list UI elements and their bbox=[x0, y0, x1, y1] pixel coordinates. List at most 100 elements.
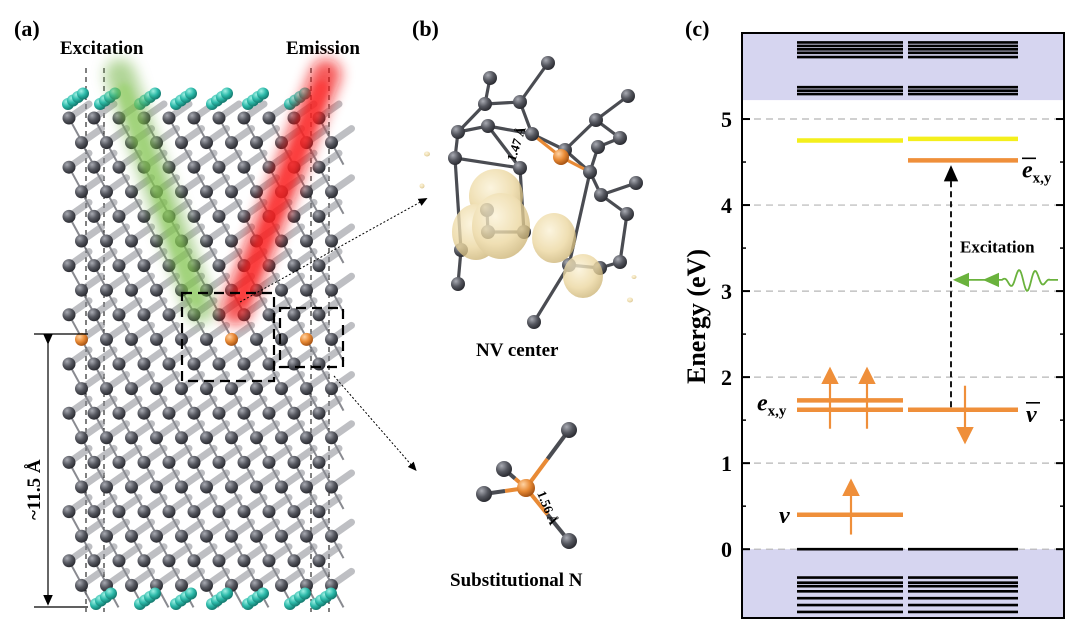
carbon-atom bbox=[100, 136, 113, 150]
carbon-atom bbox=[125, 578, 138, 592]
carbon-atom bbox=[212, 357, 226, 371]
carbon-atom bbox=[87, 455, 101, 469]
carbon-atom bbox=[100, 185, 113, 199]
diamond-slab bbox=[62, 87, 355, 610]
subn-bond-length: 1.56 Å bbox=[534, 489, 561, 528]
hydrogen-atom bbox=[149, 587, 161, 600]
carbon-atom bbox=[175, 382, 188, 396]
hydrogen-atom bbox=[221, 87, 233, 100]
carbon-atom bbox=[312, 209, 326, 223]
carbon-atom bbox=[75, 480, 88, 494]
carbon-atom bbox=[62, 406, 76, 420]
carbon-atom bbox=[100, 431, 113, 445]
carbon-atom bbox=[87, 111, 101, 125]
carbon-atom bbox=[250, 529, 263, 543]
thickness-indicator bbox=[34, 333, 88, 608]
hydrogen-atom bbox=[185, 587, 197, 600]
emission-label-a: Emission bbox=[286, 38, 360, 59]
carbon-atom bbox=[87, 308, 101, 322]
carbon-atom bbox=[287, 406, 301, 420]
pointer-to-nv bbox=[239, 198, 428, 303]
carbon-atom bbox=[275, 382, 288, 396]
carbon-atom bbox=[150, 431, 163, 445]
carbon-atom bbox=[137, 505, 151, 519]
nitrogen-atom bbox=[75, 332, 88, 346]
carbon-atom bbox=[583, 165, 597, 179]
carbon-atom bbox=[262, 160, 276, 174]
carbon-atom bbox=[150, 480, 163, 494]
carbon-atom bbox=[75, 382, 88, 396]
carbon-atom bbox=[62, 308, 76, 322]
carbon-atom bbox=[300, 431, 313, 445]
carbon-atom bbox=[481, 119, 495, 133]
carbon-atom bbox=[312, 505, 326, 519]
carbon-atom bbox=[237, 209, 251, 223]
panel-b-label: (b) bbox=[412, 16, 439, 41]
carbon-atom bbox=[62, 455, 76, 469]
carbon-atom bbox=[162, 455, 176, 469]
nv-center-structure bbox=[448, 56, 643, 329]
carbon-atom bbox=[87, 505, 101, 519]
pointer-to-subn bbox=[333, 375, 417, 472]
carbon-atom bbox=[225, 431, 238, 445]
y-tick-label: 5 bbox=[721, 107, 732, 132]
carbon-atom bbox=[275, 578, 288, 592]
carbon-atom bbox=[150, 332, 163, 346]
carbon-atom bbox=[325, 431, 338, 445]
carbon-atom bbox=[162, 357, 176, 371]
carbon-atom bbox=[262, 554, 276, 568]
carbon-atom bbox=[200, 529, 213, 543]
carbon-atom bbox=[212, 455, 226, 469]
carbon-atom bbox=[561, 533, 577, 549]
ebar-label: ex,y bbox=[1022, 157, 1052, 186]
hydrogen-atom bbox=[299, 587, 311, 600]
carbon-atom bbox=[448, 151, 462, 165]
carbon-atom bbox=[187, 455, 201, 469]
carbon-atom bbox=[594, 188, 608, 202]
carbon-atom bbox=[200, 136, 213, 150]
carbon-atom bbox=[262, 455, 276, 469]
carbon-atom bbox=[212, 209, 226, 223]
carbon-atom bbox=[100, 234, 113, 248]
carbon-atom bbox=[312, 554, 326, 568]
nv-center-caption: NV center bbox=[476, 340, 559, 361]
nitrogen-atom bbox=[225, 332, 238, 346]
carbon-atom bbox=[225, 136, 238, 150]
conduction-band bbox=[742, 33, 1064, 101]
carbon-atom bbox=[451, 277, 465, 291]
carbon-atom bbox=[325, 185, 338, 199]
carbon-atom bbox=[312, 357, 326, 371]
hydrogen-atom bbox=[105, 587, 117, 600]
carbon-atom bbox=[287, 554, 301, 568]
carbon-atom bbox=[262, 406, 276, 420]
carbon-atom bbox=[162, 505, 176, 519]
panel-c-label: (c) bbox=[685, 16, 709, 41]
carbon-atom bbox=[478, 97, 492, 111]
carbon-atom bbox=[112, 357, 126, 371]
carbon-atom bbox=[325, 480, 338, 494]
plot-frame bbox=[741, 32, 1065, 619]
y-tick-label: 0 bbox=[721, 537, 732, 562]
c-c-bond bbox=[454, 156, 521, 170]
carbon-atom bbox=[75, 431, 88, 445]
nitrogen-atom bbox=[517, 479, 535, 497]
carbon-atom bbox=[613, 131, 627, 145]
vbar-label: v bbox=[1026, 402, 1037, 428]
carbon-atom bbox=[262, 357, 276, 371]
carbon-atom bbox=[125, 480, 138, 494]
carbon-atom bbox=[87, 259, 101, 273]
carbon-atom bbox=[275, 529, 288, 543]
carbon-atom bbox=[325, 136, 338, 150]
carbon-atom bbox=[620, 207, 634, 221]
carbon-atom bbox=[137, 259, 151, 273]
carbon-atom bbox=[250, 185, 263, 199]
subn-region-box bbox=[278, 306, 345, 369]
carbon-atom bbox=[513, 161, 527, 175]
carbon-atom bbox=[175, 578, 188, 592]
carbon-atom bbox=[125, 382, 138, 396]
panel-a-label: (a) bbox=[14, 16, 40, 41]
carbon-atom bbox=[287, 455, 301, 469]
carbon-atom bbox=[200, 431, 213, 445]
panel-a: (a) Excitation Emission bbox=[14, 16, 428, 612]
